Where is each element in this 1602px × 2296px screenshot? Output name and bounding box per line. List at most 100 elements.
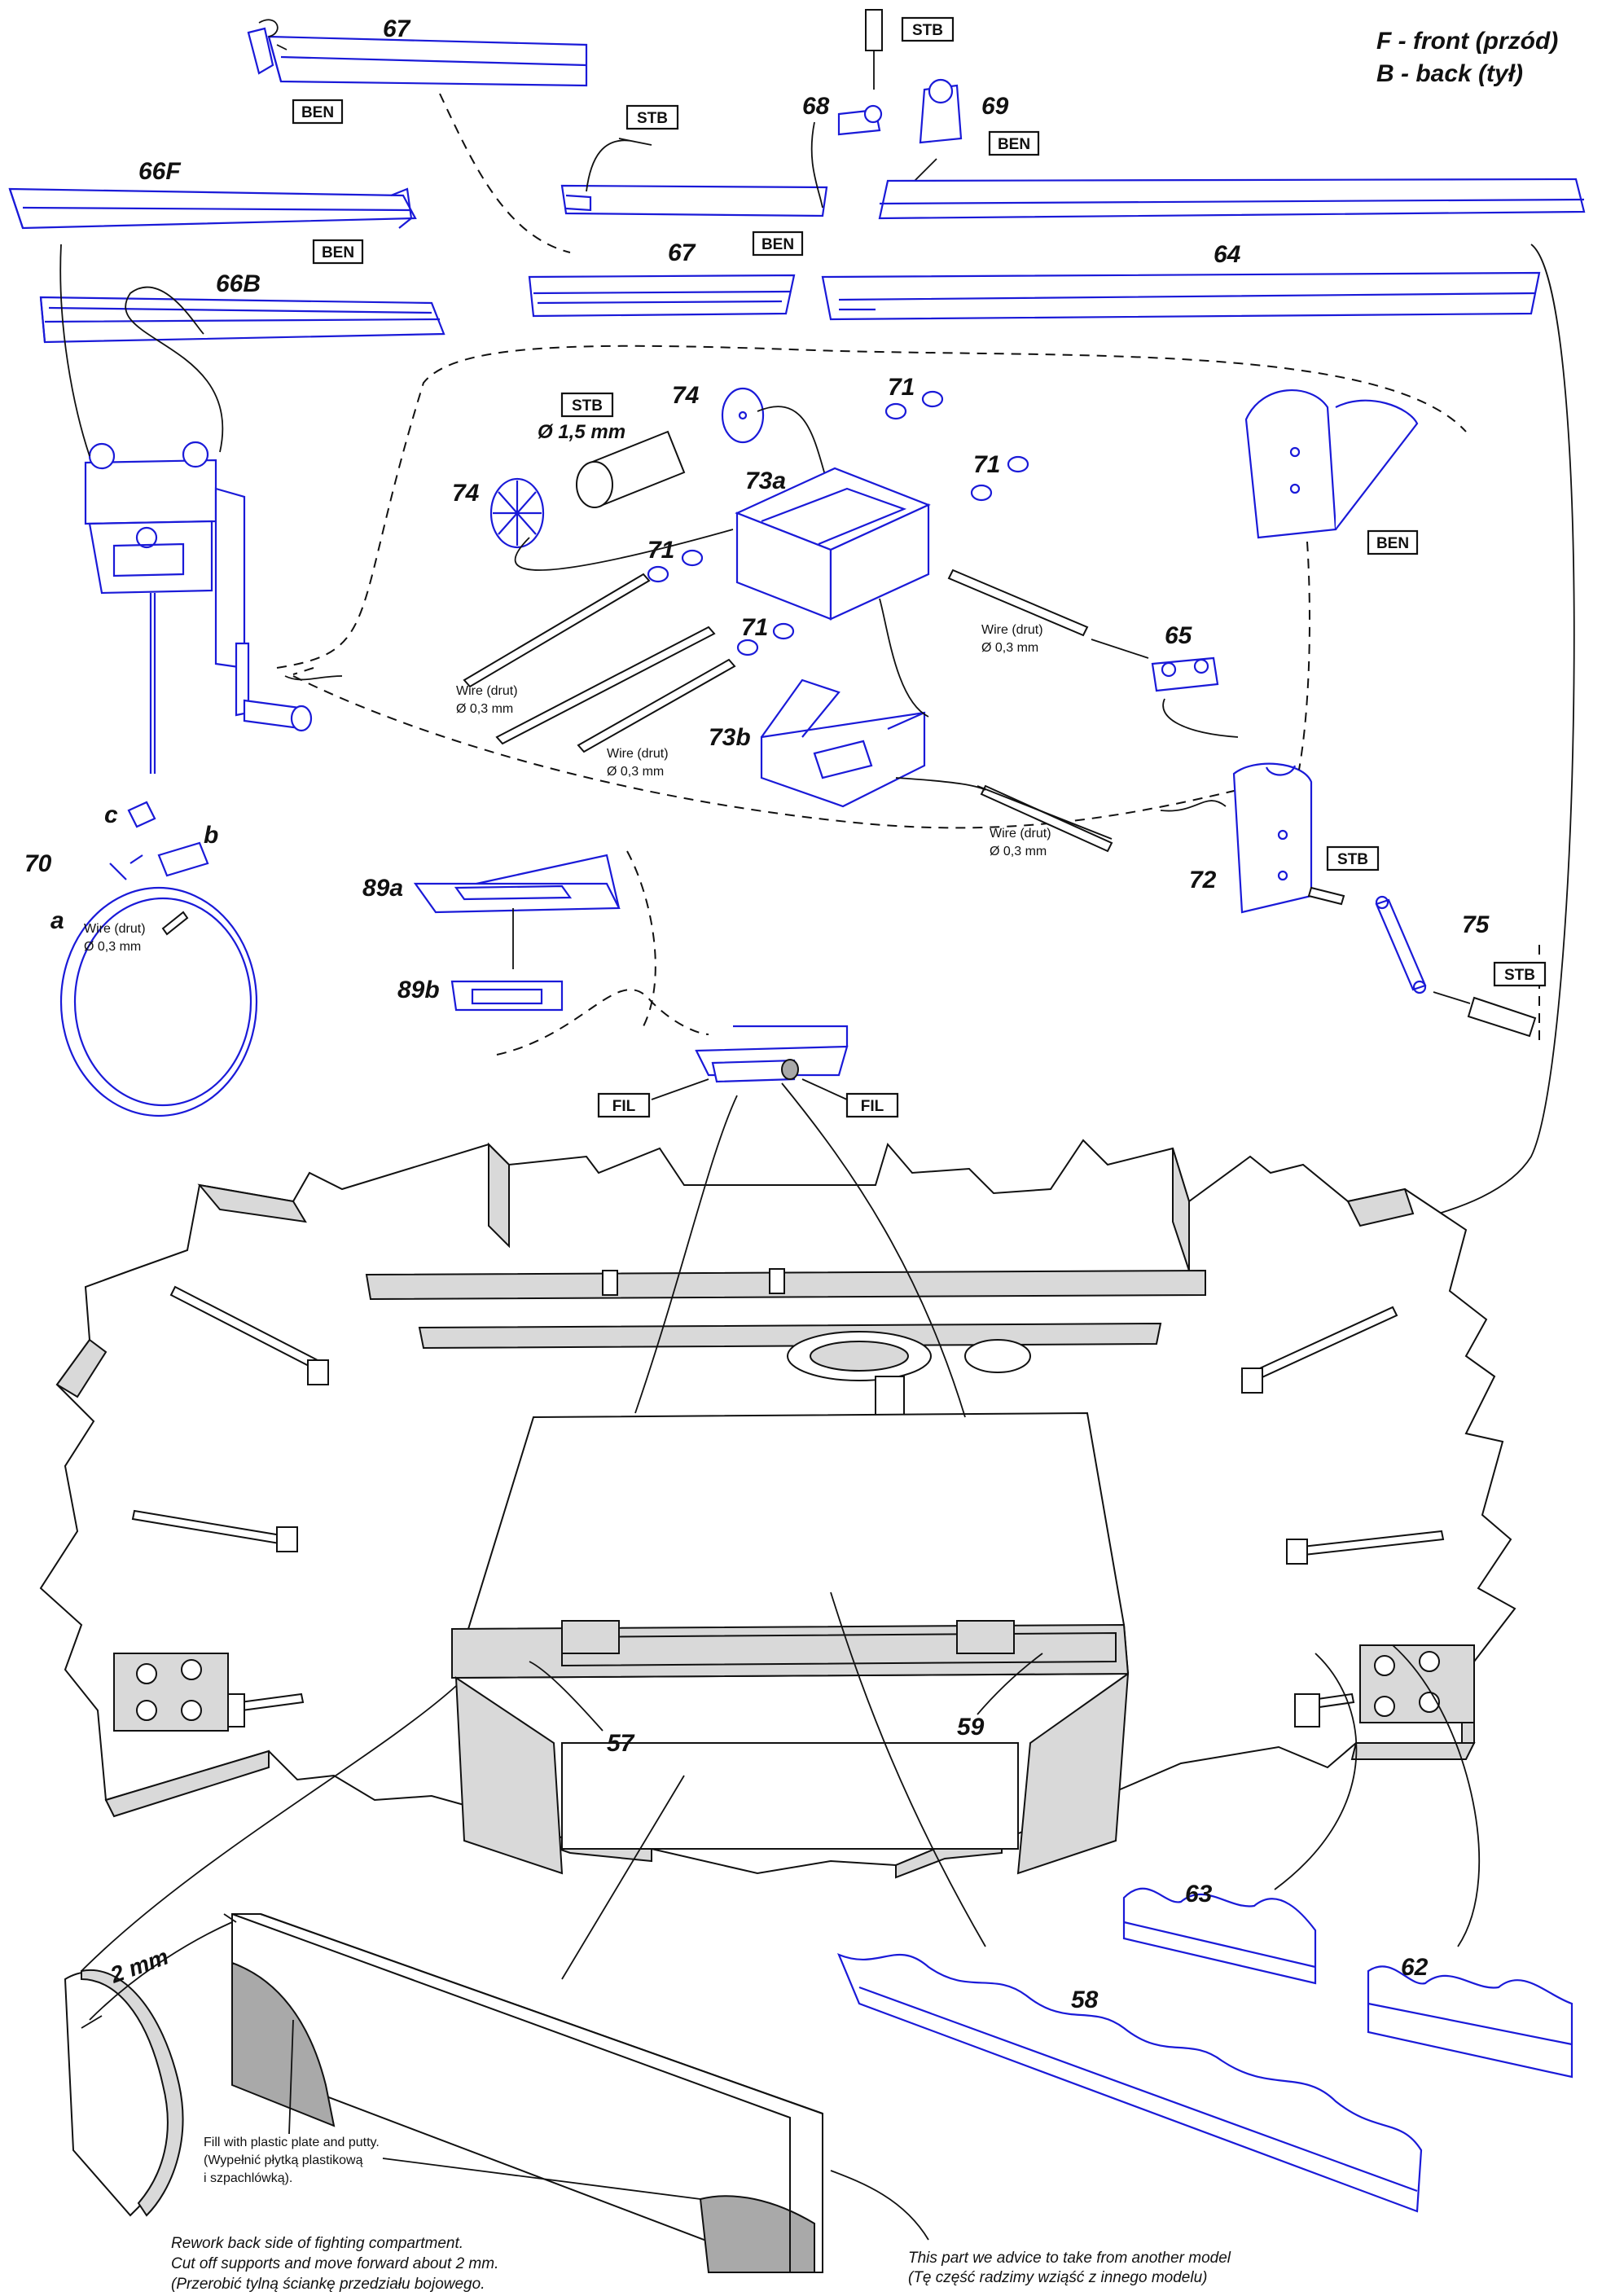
part-63 — [1122, 1887, 1317, 1985]
label-71-a: 71 — [888, 374, 915, 401]
label-73b: 73b — [709, 724, 751, 751]
leader-72 — [1160, 800, 1227, 812]
label-69: 69 — [981, 93, 1009, 120]
label-70: 70 — [24, 850, 52, 877]
part-89b-slide — [450, 980, 564, 1012]
leader-62 — [1392, 1644, 1481, 1947]
label-67-mid: 67 — [668, 239, 696, 266]
part-74-disk — [721, 387, 765, 444]
leaders-74 — [514, 406, 827, 571]
part-89-assembled — [695, 1025, 849, 1083]
washer-71-a — [884, 390, 944, 420]
wire-note-4b: Ø 0,3 mm — [990, 845, 1047, 858]
wire-note-2b: Ø 0,3 mm — [607, 765, 664, 779]
wire-note-70a: Wire (drut) — [84, 922, 146, 936]
label-71-b: 71 — [973, 451, 1000, 478]
tag-stb-2: STB — [901, 16, 955, 42]
svg-text:BEN: BEN — [998, 136, 1030, 153]
part-66F — [8, 187, 417, 230]
label-74-top: 74 — [672, 382, 700, 409]
part-89a-plate — [413, 854, 621, 914]
wire-note-4a: Wire (drut) — [990, 827, 1051, 841]
label-89b: 89b — [397, 977, 440, 1003]
wire-rod-72 — [977, 785, 1113, 840]
hull-floor — [451, 1411, 1130, 1679]
svg-text:STB: STB — [637, 110, 668, 127]
wire-rods — [463, 569, 1113, 853]
note-fill-1: Fill with plastic plate and putty. — [204, 2136, 380, 2149]
svg-text:FIL: FIL — [861, 1098, 884, 1115]
wire-note-3a: Wire (drut) — [981, 623, 1043, 637]
tag-stb-3: STB — [560, 392, 614, 418]
washer-71-d — [736, 622, 795, 656]
part-74-wheel — [489, 477, 545, 549]
leaders-fill-note — [288, 2019, 701, 2200]
part-58 — [836, 1953, 1423, 2213]
tag-stb-1: STB — [625, 104, 679, 130]
stb-pin-top — [865, 9, 883, 90]
winch-assembly — [84, 441, 313, 774]
tag-fil-2: FIL — [845, 1092, 899, 1118]
part-64 — [878, 178, 1586, 220]
svg-text:STB: STB — [912, 22, 943, 39]
note-advice-1: This part we advice to take from another… — [908, 2250, 1231, 2267]
label-89a: 89a — [362, 875, 403, 902]
wire-note-1b: Ø 0,3 mm — [456, 702, 513, 716]
tag-fil-1: FIL — [597, 1092, 651, 1118]
part-67-top — [247, 19, 588, 87]
label-68: 68 — [802, 93, 830, 120]
part-72-bracket — [1232, 762, 1313, 914]
tag-ben-1: BEN — [292, 99, 344, 125]
part-75-crank — [1375, 895, 1427, 994]
part-64-lower — [821, 271, 1541, 321]
label-67-top: 67 — [383, 15, 411, 42]
leader-58 — [830, 1591, 986, 1947]
hull-lower-slopes — [454, 1671, 1130, 1875]
leaders-winch — [59, 244, 224, 457]
leader-59 — [977, 1653, 1043, 1715]
label-58: 58 — [1071, 1987, 1099, 2013]
leader-detail-left — [81, 1685, 457, 1972]
svg-text:FIL: FIL — [612, 1098, 636, 1115]
leader-57 — [529, 1661, 603, 1732]
wire-note-3b: Ø 0,3 mm — [981, 641, 1038, 655]
label-73a: 73a — [745, 468, 786, 494]
leaders-89-to-hull — [634, 1082, 966, 1418]
part-66B — [39, 296, 445, 344]
label-59: 59 — [957, 1714, 985, 1741]
legend-back: B - back (tył) — [1376, 60, 1523, 87]
leaders-65 — [1091, 639, 1239, 738]
washer-71-b — [970, 455, 1029, 502]
svg-text:BEN: BEN — [322, 244, 354, 261]
washer-71-c — [647, 549, 704, 583]
part-73b-tray — [760, 678, 926, 808]
svg-text:STB: STB — [1337, 851, 1368, 868]
part-73a-box — [735, 467, 931, 621]
wire-note-70b: Ø 0,3 mm — [84, 940, 141, 954]
svg-text:BEN: BEN — [301, 104, 334, 121]
svg-text:BEN: BEN — [1376, 535, 1409, 552]
label-70-b: b — [204, 822, 218, 849]
leader-advice — [830, 2170, 929, 2241]
tag-stb-4: STB — [1326, 845, 1380, 871]
label-63: 63 — [1185, 1881, 1213, 1907]
detail-back-wall — [64, 1913, 823, 2273]
label-70-c: c — [104, 801, 118, 828]
hull-side-panels — [55, 1142, 1476, 1879]
dim-2mm: 2 mm — [107, 1943, 172, 1987]
dim-2mm-arrow — [81, 1913, 237, 2029]
label-71-c: 71 — [647, 537, 674, 564]
note-rework-3: (Przerobić tylną ściankę przedziału bojo… — [171, 2276, 485, 2293]
label-57: 57 — [607, 1730, 635, 1757]
tag-ben-5: BEN — [1367, 529, 1419, 555]
guide-67-dashed — [439, 93, 571, 253]
label-71-d: 71 — [741, 614, 768, 641]
leader-detail-center — [561, 1775, 685, 1980]
guide-72-dashed — [1298, 541, 1310, 770]
tag-ben-3: BEN — [752, 230, 804, 257]
label-75: 75 — [1462, 911, 1490, 938]
label-74-left: 74 — [452, 480, 480, 507]
stb-cylinder — [576, 430, 686, 508]
svg-text:STB: STB — [1504, 967, 1535, 984]
